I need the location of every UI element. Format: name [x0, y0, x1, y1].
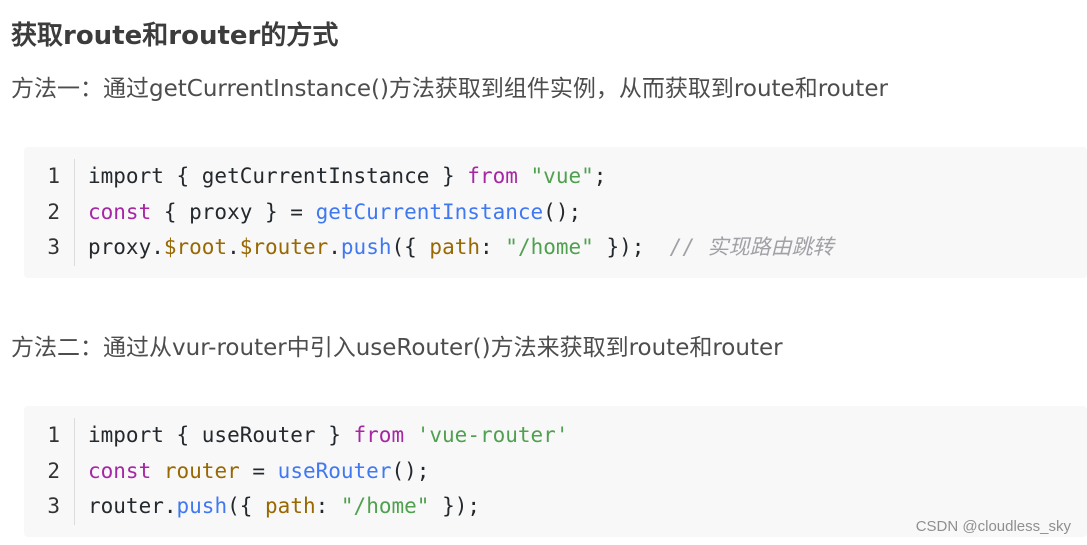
- code-token: { getCurrentInstance }: [163, 164, 468, 188]
- code-token: { useRouter }: [163, 423, 354, 447]
- code-block-2: 1 2 3 import { useRouter } from 'vue-rou…: [24, 406, 1087, 537]
- code-token: :: [315, 494, 341, 518]
- code-token: .: [328, 235, 341, 259]
- code-token: const: [88, 458, 152, 483]
- line-number: 2: [47, 458, 60, 483]
- code-token: { proxy } =: [151, 199, 316, 224]
- code-token: getCurrentInstance: [315, 199, 544, 224]
- line-numbers: 1 2 3: [24, 418, 75, 525]
- code-token: // 实现路由跳转: [669, 235, 834, 259]
- code-token: push: [176, 494, 228, 518]
- code-lines: import { getCurrentInstance } from "vue"…: [88, 159, 1087, 266]
- code-token: proxy.: [88, 235, 164, 259]
- code-token: ();: [391, 458, 430, 483]
- code-line: const router = useRouter();: [88, 454, 1087, 490]
- code-token: push: [340, 235, 392, 259]
- code-line: import { getCurrentInstance } from "vue"…: [88, 159, 1087, 195]
- line-number: 1: [47, 164, 60, 188]
- code-token: [518, 164, 531, 188]
- code-block-1: 1 2 3 import { getCurrentInstance } from…: [24, 147, 1087, 278]
- code-token: ();: [543, 199, 582, 224]
- code-line: proxy.$root.$router.push({ path: "/home"…: [88, 230, 1087, 266]
- code-token: "/home": [340, 494, 430, 518]
- method-two-text: 方法二：通过从vur-router中引入useRouter()方法来获取到rou…: [11, 335, 783, 361]
- code-token: =: [239, 458, 278, 483]
- line-number: 2: [47, 199, 60, 224]
- line-numbers: 1 2 3: [24, 159, 75, 266]
- code-token: path: [429, 235, 480, 259]
- code-token: ({: [227, 494, 266, 518]
- code-lines: import { useRouter } from 'vue-router'co…: [88, 418, 1087, 525]
- code-token: });: [429, 494, 480, 518]
- code-token: "/home": [505, 235, 594, 259]
- code-token: import: [88, 164, 164, 188]
- code-token: useRouter: [277, 458, 392, 483]
- code-token: from: [353, 423, 405, 447]
- code-token: ({: [391, 235, 430, 259]
- code-token: "vue": [530, 164, 594, 188]
- code-line: router.push({ path: "/home" });: [88, 489, 1087, 525]
- csdn-watermark: CSDN @cloudless_sky: [915, 518, 1071, 535]
- code-token: const: [88, 199, 152, 224]
- code-token: 'vue-router': [416, 423, 569, 447]
- code-token: $root: [163, 235, 228, 259]
- code-token: .: [227, 235, 240, 259]
- code-token: ;: [593, 164, 607, 188]
- article-heading: 获取route和router的方式: [11, 21, 339, 51]
- code-token: router: [163, 458, 240, 483]
- code-token: path: [265, 494, 316, 518]
- code-line: import { useRouter } from 'vue-router': [88, 418, 1087, 454]
- line-number: 1: [47, 423, 60, 447]
- code-token: :: [480, 235, 506, 259]
- code-line: const { proxy } = getCurrentInstance();: [88, 195, 1087, 231]
- code-token: router.: [88, 494, 177, 518]
- code-token: import: [88, 423, 164, 447]
- code-token: [404, 423, 417, 447]
- code-token: $router: [239, 235, 329, 259]
- code-token: [151, 459, 164, 483]
- code-token: from: [467, 164, 518, 188]
- line-number: 3: [47, 494, 60, 518]
- code-token: });: [593, 235, 670, 259]
- method-one-text: 方法一：通过getCurrentInstance()方法获取到组件实例，从而获取…: [11, 76, 888, 102]
- line-number: 3: [47, 235, 60, 259]
